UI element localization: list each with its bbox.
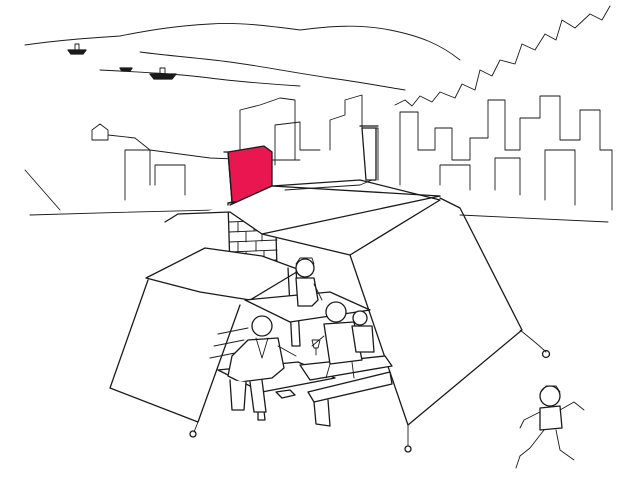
running-child (515, 385, 585, 469)
canopy-roof (145, 179, 441, 301)
person-standing (295, 257, 323, 307)
city-skyline (329, 5, 613, 211)
tent-walls (109, 197, 551, 453)
wine-glass (311, 339, 321, 356)
distant-hills (24, 23, 461, 91)
person-seated-left (227, 315, 297, 413)
chimney-pipe (359, 125, 379, 181)
red-panel (223, 145, 273, 204)
boats (67, 43, 177, 80)
person-seated-right (311, 301, 375, 379)
